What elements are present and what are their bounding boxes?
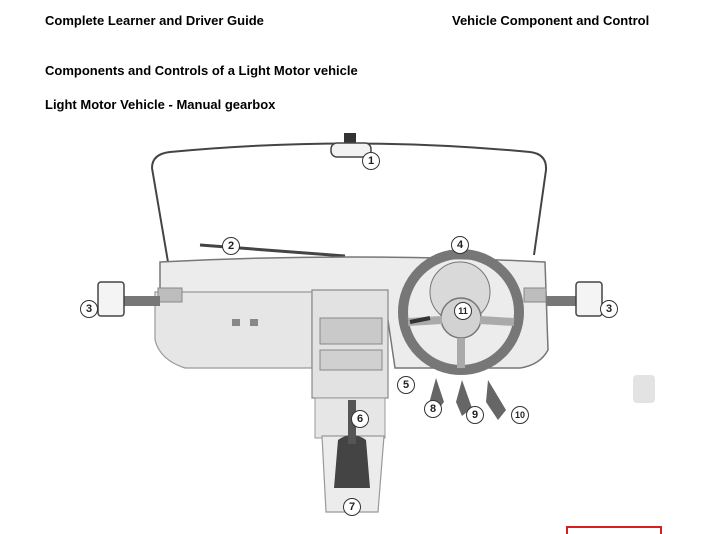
brake-pedal <box>456 380 472 416</box>
callout-11: 11 <box>454 302 472 320</box>
callout-10: 10 <box>511 406 529 424</box>
dash-vent-left <box>157 287 183 303</box>
windscreen-outline <box>150 142 548 263</box>
center-vents <box>319 317 383 345</box>
callout-7: 7 <box>343 498 361 516</box>
glovebox-latch-b <box>250 319 258 326</box>
radio-unit <box>319 349 383 371</box>
running-header-left: Complete Learner and Driver Guide <box>45 13 264 28</box>
running-header-right: Vehicle Component and Control <box>452 13 650 28</box>
left-side-mirror <box>97 281 125 317</box>
callout-9: 9 <box>466 406 484 424</box>
steering-wheel-rim <box>398 249 524 375</box>
left-mirror-arm <box>100 296 160 306</box>
page-edge-tab <box>633 375 655 403</box>
right-mirror-arm <box>546 296 578 306</box>
indicator-stalk <box>409 316 431 324</box>
callout-3-left: 3 <box>80 300 98 318</box>
red-marker <box>566 526 662 534</box>
rear-view-mirror <box>330 142 372 158</box>
callout-2: 2 <box>222 237 240 255</box>
dash-vent-right <box>523 287 547 303</box>
callout-6: 6 <box>351 410 369 428</box>
callout-4: 4 <box>451 236 469 254</box>
subsection-heading: Light Motor Vehicle - Manual gearbox <box>45 97 276 112</box>
callout-3-right: 3 <box>600 300 618 318</box>
gear-boot <box>334 435 370 488</box>
right-side-mirror <box>575 281 603 317</box>
callout-1: 1 <box>362 152 380 170</box>
callout-5: 5 <box>397 376 415 394</box>
accelerator-pedal <box>486 380 506 420</box>
glovebox-panel <box>154 291 313 369</box>
glovebox-latch-a <box>232 319 240 326</box>
steering-spoke-right <box>479 316 515 326</box>
mirror-mount <box>344 133 356 143</box>
callout-8: 8 <box>424 400 442 418</box>
section-heading: Components and Controls of a Light Motor… <box>45 63 358 78</box>
